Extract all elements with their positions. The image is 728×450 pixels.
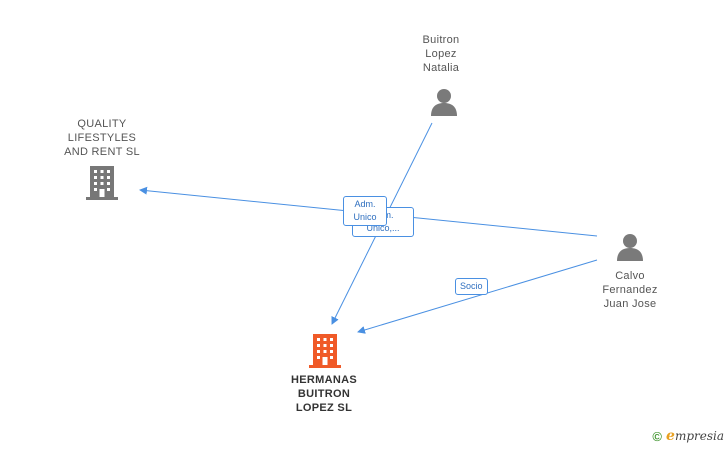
label-line: BUITRON — [297, 388, 351, 400]
edge-label-line: Socio — [460, 281, 483, 291]
edge-label-line: Adm. — [354, 199, 376, 209]
copyright-icon: © — [652, 428, 663, 444]
person-icon[interactable] — [617, 234, 643, 261]
building-icon[interactable] — [309, 334, 341, 368]
label-line: Juan Jose — [603, 298, 657, 310]
label-line: Fernandez — [602, 284, 658, 296]
label-line: LOPEZ SL — [295, 402, 353, 414]
label-line: Buitron — [422, 34, 460, 46]
company-label-hermanas[interactable]: HERMANAS BUITRON LOPEZ SL — [272, 373, 376, 415]
person-label-natalia[interactable]: Buitron Lopez Natalia — [404, 33, 478, 75]
edge-label-socio[interactable]: Socio — [455, 278, 488, 295]
label-line: AND RENT SL — [64, 146, 140, 158]
label-line: Natalia — [422, 62, 460, 74]
brand-rest: mpresia — [674, 429, 724, 443]
building-icon[interactable] — [86, 166, 118, 200]
label-line: Calvo — [615, 270, 645, 282]
edge-calvo-to-hermanas — [357, 259, 598, 334]
label-line: QUALITY — [77, 118, 127, 130]
brand-initial: e — [666, 428, 675, 444]
label-line: LIFESTYLES — [67, 132, 137, 144]
label-line: Lopez — [425, 48, 457, 60]
person-label-calvo[interactable]: Calvo Fernandez Juan Jose — [588, 269, 672, 311]
edge-label-adm-unico[interactable]: Adm. Unico — [343, 196, 387, 226]
edge-label-line: Unico — [353, 212, 377, 222]
edge-label-line: Unico,... — [366, 223, 400, 233]
person-icon[interactable] — [431, 89, 457, 116]
label-line: HERMANAS — [291, 374, 357, 386]
brand-footer: © empresia — [652, 428, 724, 444]
company-label-quality[interactable]: QUALITY LIFESTYLES AND RENT SL — [50, 117, 154, 159]
brand-logo[interactable]: empresia — [666, 428, 724, 444]
